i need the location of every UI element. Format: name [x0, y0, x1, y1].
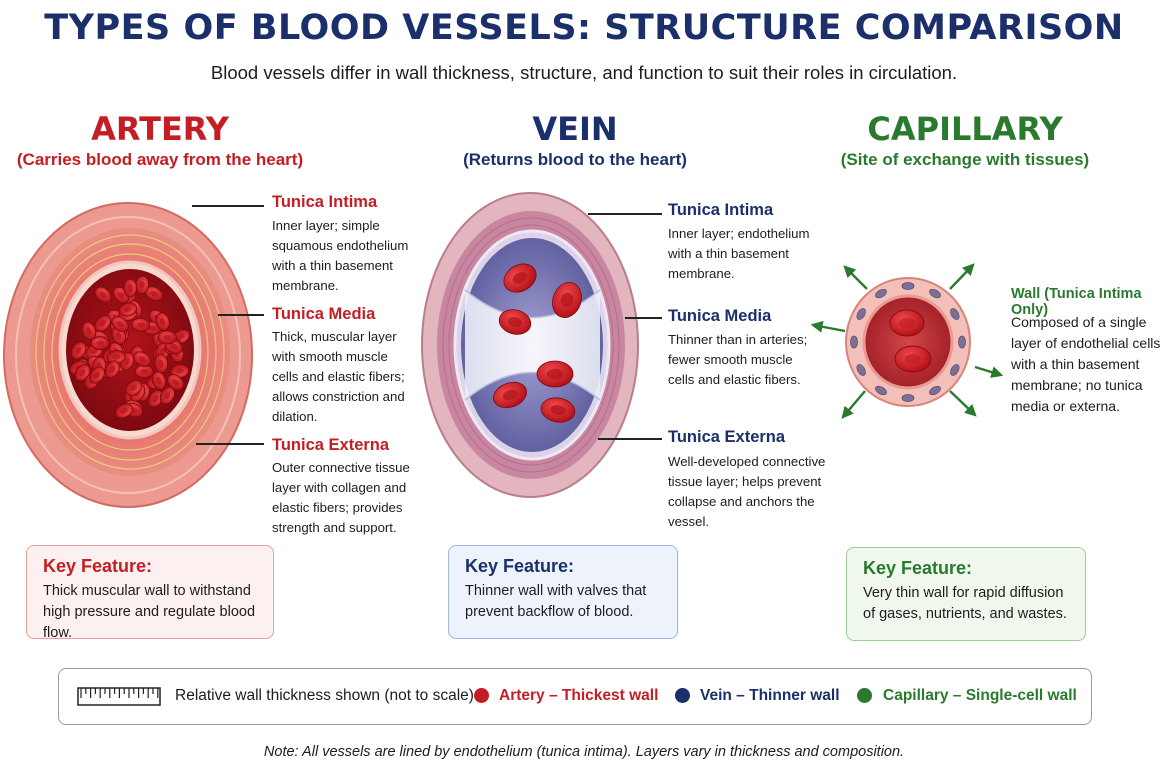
vein-media-desc: Thinner than in arteries;fewer smooth mu… — [668, 332, 808, 387]
artery-subtitle: (Carries blood away from the heart) — [16, 150, 304, 169]
endothelial-nucleus — [950, 308, 960, 320]
page-title: TYPES OF BLOOD VESSELS: STRUCTURE COMPAR… — [44, 8, 1124, 48]
ruler-icon — [77, 687, 161, 706]
diffusion-arrow — [949, 263, 975, 290]
legend-scale-text: Relative wall thickness shown (not to sc… — [175, 687, 474, 704]
artery-intima-leader — [192, 205, 264, 207]
legend-artery: Artery – Thickest wall — [499, 687, 659, 704]
artery-externa-leader — [196, 443, 264, 445]
diffusion-arrow — [810, 320, 846, 333]
diffusion-arrow — [974, 365, 1004, 378]
artery-title: ARTERY — [91, 110, 229, 148]
artery-rbcs — [69, 275, 190, 419]
vein-externa-leader — [598, 438, 662, 440]
endothelial-nucleus — [901, 394, 915, 402]
endothelial-nucleus — [856, 364, 866, 376]
capillary-key-feature: Key Feature: Very thin wall for rapid di… — [846, 547, 1086, 641]
diffusion-arrow — [843, 265, 868, 290]
artery-media-label: Tunica Media — [272, 305, 376, 323]
endothelial-nucleus — [929, 288, 941, 299]
legend-vein: Vein – Thinner wall — [700, 687, 840, 704]
footnote: Note: All vessels are lined by endotheli… — [263, 744, 905, 760]
vein-illustration — [421, 192, 639, 498]
vein-dot-icon — [675, 688, 690, 703]
vein-media-label: Tunica Media — [668, 307, 772, 325]
artery-media-leader — [218, 314, 264, 316]
capillary-illustration — [810, 263, 1004, 419]
endothelial-nucleus — [901, 282, 915, 290]
legend-capillary: Capillary – Single-cell wall — [883, 687, 1077, 704]
page-subtitle: Blood vessels differ in wall thickness, … — [210, 62, 958, 83]
vein-title: VEIN — [532, 110, 618, 148]
capillary-lumen — [862, 294, 954, 390]
vein-subtitle: (Returns blood to the heart) — [463, 150, 687, 169]
diffusion-arrows — [810, 263, 1004, 419]
vein-externa-label: Tunica Externa — [668, 428, 786, 446]
artery-externa-label: Tunica Externa — [272, 436, 390, 454]
artery-illustration — [3, 202, 253, 508]
vein-key-feature: Key Feature: Thinner wall with valves th… — [448, 545, 678, 639]
capillary-wall-label: Wall (Tunica Intima Only) — [1011, 286, 1142, 318]
endothelial-nuclei — [850, 282, 966, 402]
vein-key-title: Key Feature: — [465, 556, 575, 576]
capillary-subtitle: (Site of exchange with tissues) — [840, 150, 1090, 169]
vein-intima-label: Tunica Intima — [668, 201, 774, 219]
diffusion-arrow — [841, 390, 866, 419]
vein-rbcs — [493, 263, 582, 423]
artery-intima-label: Tunica Intima — [272, 193, 378, 211]
capillary-title: CAPILLARY — [867, 110, 1063, 148]
capillary-dot-icon — [857, 688, 872, 703]
endothelial-nucleus — [875, 385, 887, 396]
vein-intima-leader — [588, 213, 662, 215]
endothelial-nucleus — [856, 308, 866, 320]
capillary-key-title: Key Feature: — [863, 558, 973, 578]
endothelial-nucleus — [850, 335, 858, 349]
legend: Relative wall thickness shown (not to sc… — [58, 668, 1092, 725]
endothelial-nucleus — [950, 364, 960, 376]
artery-lumen — [66, 269, 194, 431]
vein-media-leader — [625, 317, 662, 319]
artery-key-title: Key Feature: — [43, 556, 153, 576]
artery-dot-icon — [474, 688, 489, 703]
endothelial-nucleus — [958, 335, 966, 349]
artery-key-feature: Key Feature: Thick muscular wall to with… — [26, 545, 274, 641]
diffusion-arrow — [949, 390, 977, 417]
endothelial-nucleus — [875, 288, 887, 299]
endothelial-nucleus — [929, 385, 941, 396]
